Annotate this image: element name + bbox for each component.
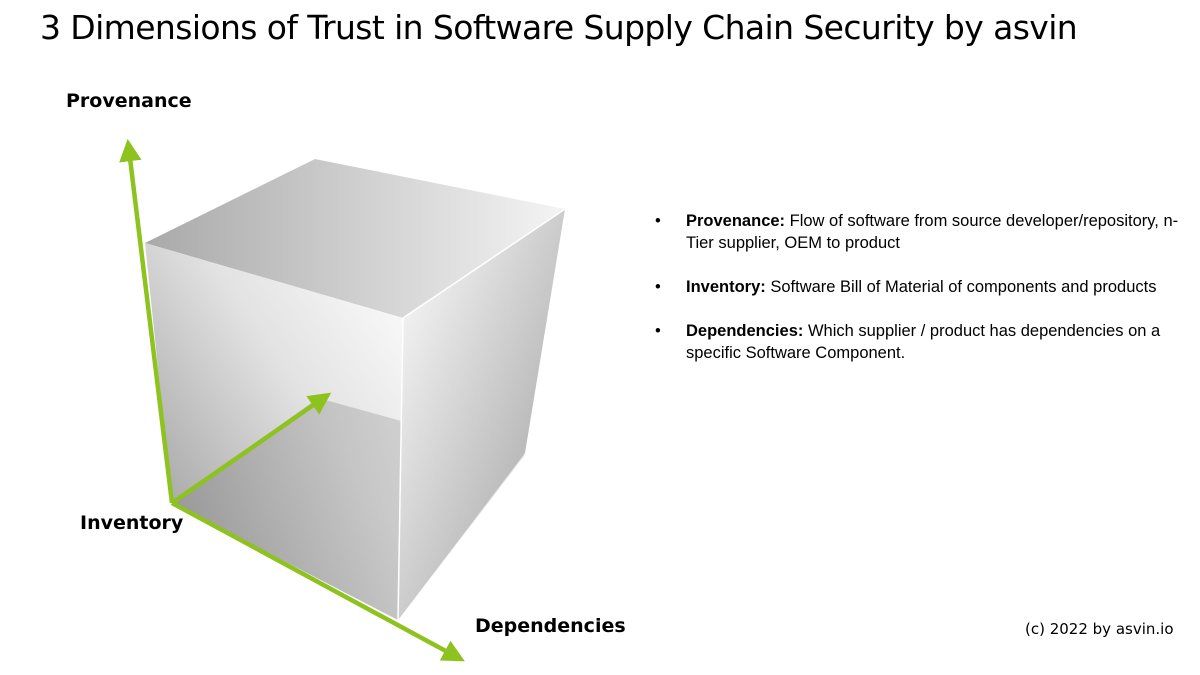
bullet-term: Dependencies: (686, 322, 804, 340)
bullet-term: Inventory: (686, 278, 766, 296)
inventory-axis-label: Inventory (80, 512, 184, 534)
list-item-dependencies: Dependencies: Which supplier / product h… (655, 320, 1195, 364)
copyright-notice: (c) 2022 by asvin.io (1025, 620, 1174, 638)
cube (145, 159, 566, 621)
bullet-text: Software Bill of Material of components … (765, 278, 1157, 296)
cube-right-face (398, 209, 565, 620)
dependencies-axis-label: Dependencies (475, 615, 626, 637)
list-item-inventory: Inventory: Software Bill of Material of … (655, 276, 1195, 298)
bullet-text: Which supplier / product has dependencie… (686, 322, 1161, 362)
provenance-axis-label: Provenance (66, 90, 192, 112)
inventory-axis-arrow (170, 392, 332, 505)
cube-top-face (145, 159, 565, 318)
slide-title: 3 Dimensions of Trust in Software Supply… (40, 8, 1078, 47)
provenance-axis-arrow (119, 138, 175, 504)
dependencies-axis-arrow (170, 501, 465, 662)
bullet-text: Flow of software from source developer/r… (686, 212, 1179, 252)
dimension-list: Provenance: Flow of software from source… (655, 210, 1195, 386)
list-item-provenance: Provenance: Flow of software from source… (655, 210, 1195, 254)
bullet-term: Provenance: (686, 212, 786, 230)
